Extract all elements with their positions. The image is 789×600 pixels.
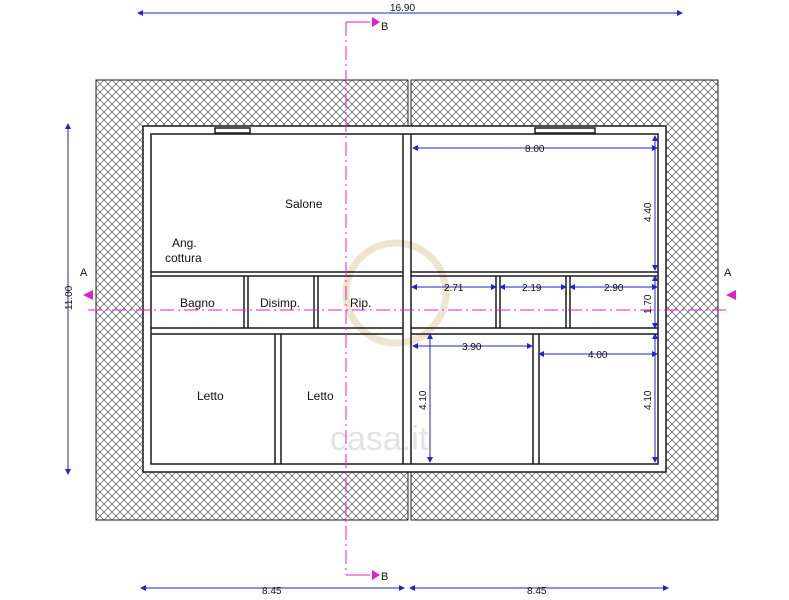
inner-dimension-lines [411,135,658,463]
room-label-disimp: Disimp. [260,296,300,310]
section-lines [83,17,736,580]
dim-overall-width: 16.90 [390,3,415,14]
dim-top-width: 8.00 [525,144,545,155]
room-label-bagno: Bagno [180,296,215,310]
dim-overall-depth: 11.00 [64,285,75,310]
dim-mid-2: 2.19 [522,283,542,294]
section-a-right-label: A [724,267,732,279]
watermark-text: casa.it [330,420,429,458]
hatched-terrain [95,79,719,521]
overall-dimension-lines [65,10,683,591]
room-label-ang: Ang. [172,236,197,250]
room-label-letto-1: Letto [197,389,224,403]
dim-top-depth: 4.40 [643,202,654,222]
dim-bottom-left-depth: 4.10 [418,390,429,410]
dim-left-half-width: 8.45 [262,586,282,597]
section-a-left-label: A [80,267,88,279]
dim-right-half-width: 8.45 [527,586,547,597]
room-label-salone: Salone [285,197,323,211]
dim-bottom-right-depth: 4.10 [643,390,654,410]
dim-bottom-left-width: 3.90 [462,342,482,353]
dim-mid-depth: 1.70 [643,294,654,314]
room-label-cottura: cottura [165,251,202,265]
section-b-bottom-label: B [381,571,388,583]
section-b-top-label: B [381,21,388,33]
room-label-letto-2: Letto [307,389,334,403]
room-label-rip: Rip. [350,296,371,310]
dim-bottom-right-width: 4.00 [588,350,608,361]
dim-mid-3: 2.90 [604,283,624,294]
dim-mid-1: 2.71 [444,283,464,294]
